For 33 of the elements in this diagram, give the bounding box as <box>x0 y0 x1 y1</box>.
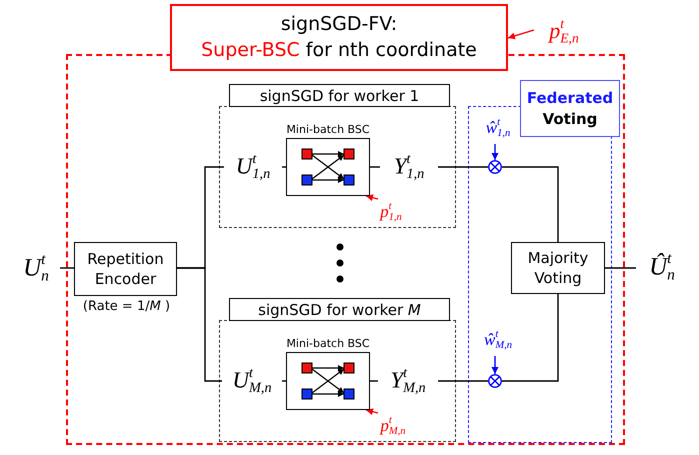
panel-title: Federated <box>526 88 614 108</box>
multiplier-symbol <box>488 160 502 174</box>
worker-region <box>219 84 456 228</box>
title-text: signSGD-FV: <box>280 12 398 37</box>
rate-note: (Rate = 1/M ) <box>82 299 172 314</box>
connector <box>438 166 488 168</box>
connector <box>492 144 498 160</box>
process-box: Repetition Encoder <box>74 242 177 296</box>
channel-block <box>286 336 370 410</box>
title-box <box>170 4 508 71</box>
worker-title: signSGD for worker 1 <box>229 84 450 107</box>
connector <box>502 166 559 242</box>
worker-region <box>219 298 456 442</box>
process-box: Majority Voting <box>511 242 605 294</box>
subtitle-highlight: Super-BSC <box>201 38 300 62</box>
connector <box>438 380 488 382</box>
voting-region <box>468 80 620 443</box>
channel-block <box>286 122 370 196</box>
panel-title: Voting <box>542 108 598 129</box>
connector <box>177 267 222 382</box>
channel-title: Mini-batch BSC <box>286 122 370 138</box>
worker-title: signSGD for worker M <box>229 298 450 321</box>
connector <box>60 267 74 269</box>
connector <box>508 29 534 40</box>
connector <box>366 408 378 416</box>
multiplier-symbol <box>488 374 502 388</box>
subtitle-text: for nth coordinate <box>306 38 477 62</box>
connector <box>366 194 378 202</box>
connector <box>502 294 559 382</box>
connector <box>370 166 380 168</box>
channel-title: Mini-batch BSC <box>286 336 370 352</box>
connector <box>492 356 498 374</box>
connector <box>605 267 636 269</box>
